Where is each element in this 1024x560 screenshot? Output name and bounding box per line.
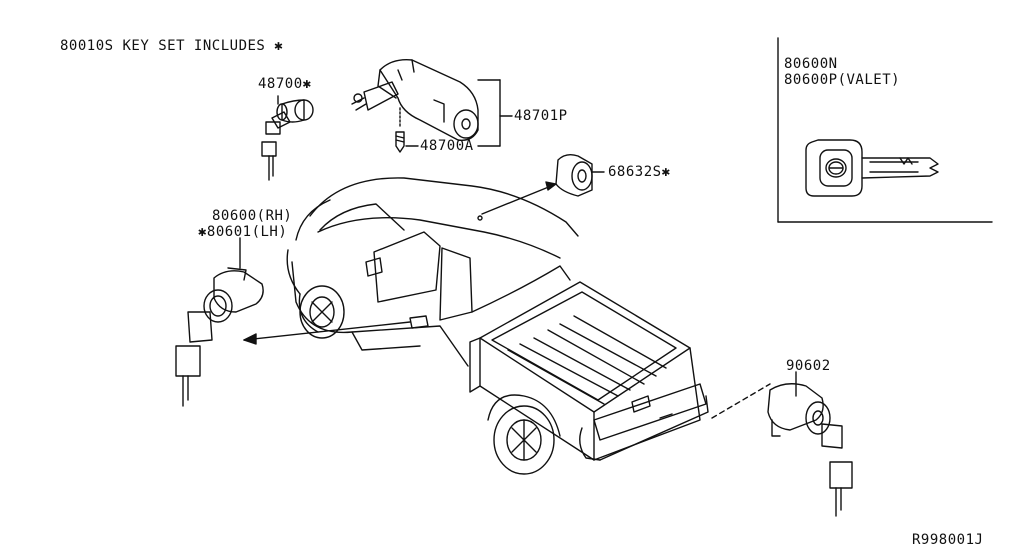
callout-48701p: 48701P [514,108,568,124]
master-key-icon [805,139,939,197]
callout-90602: 90602 [786,358,831,374]
inset-line-80600p: 80600P(VALET) [784,72,901,88]
pickup-truck-illustration [286,177,709,475]
ignition-lock-48701p-icon [351,59,513,147]
tailgate-cylinder-90602-icon [711,371,853,517]
diagram-code: R998001J [912,532,984,548]
callout-80600-rh: 80600(RH) [212,208,293,224]
callout-48700a: 48700A [420,138,474,154]
callout-68632s: 68632S✱ [608,164,671,180]
callout-80601-lh: ✱80601(LH) [198,224,288,240]
cylinder-48700-icon [261,95,314,181]
screw-48700a-icon [395,107,419,153]
cylinder-68632s-icon [481,153,605,215]
inset-frame [777,37,993,223]
key-set-note: 80010S KEY SET INCLUDES ✱ [60,38,284,54]
inset-line-80600n: 80600N [784,56,838,72]
callout-48700: 48700✱ [258,76,312,92]
